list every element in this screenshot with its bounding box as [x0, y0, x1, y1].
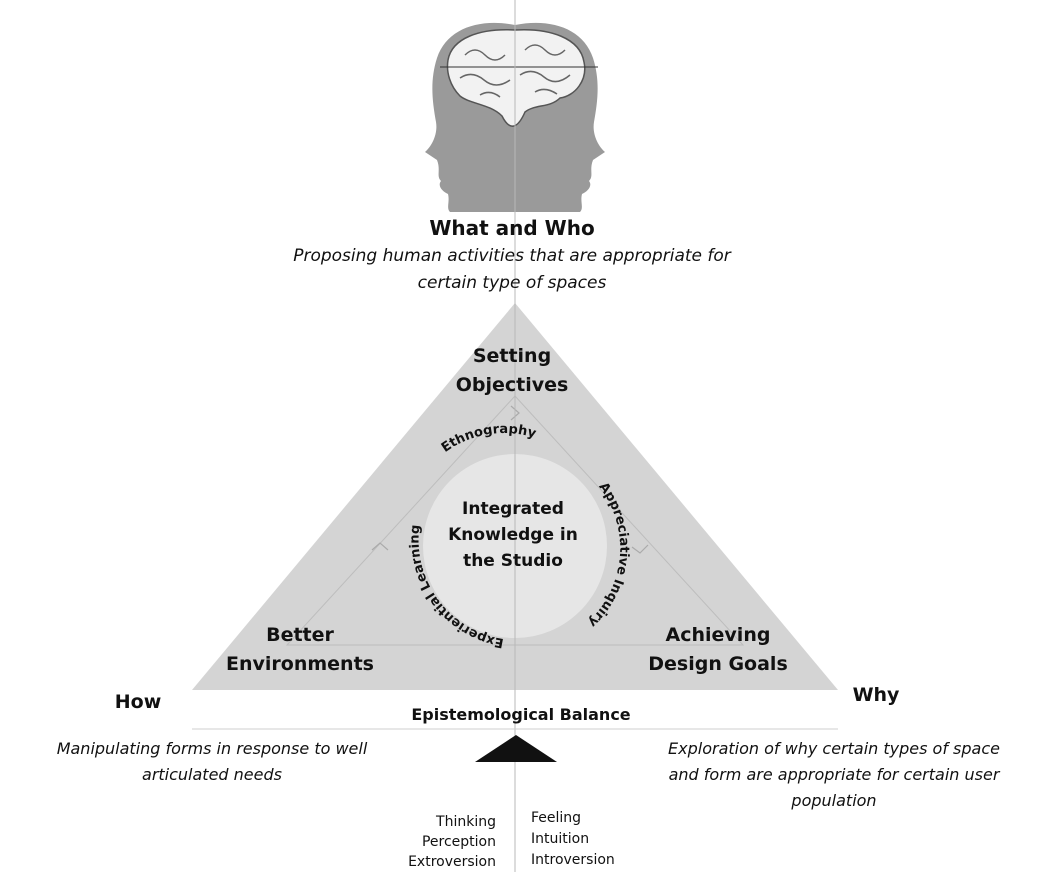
why-desc-line1: Exploration of why certain types of spac… [668, 739, 1000, 758]
how-desc-line2: articulated needs [142, 765, 282, 784]
right-trait: Intuition [531, 831, 589, 847]
center-label-line2: Knowledge in [448, 525, 578, 545]
left-trait: Extroversion [408, 854, 496, 870]
cycle-arrow-left [371, 542, 389, 551]
what-and-who-desc-line2: certain type of spaces [418, 273, 607, 293]
setting-objectives-line2: Objectives [456, 374, 569, 396]
better-environments-line1: Better [266, 624, 334, 646]
left-trait: Thinking [435, 814, 496, 830]
achieving-design-goals-line2: Design Goals [648, 653, 788, 675]
why-title: Why [853, 684, 900, 706]
right-trait: Feeling [531, 810, 581, 826]
center-label-line1: Integrated [462, 499, 564, 519]
achieving-design-goals-line1: Achieving [666, 624, 771, 646]
balance-fulcrum-icon [475, 735, 557, 762]
left-trait: Perception [422, 834, 496, 850]
setting-objectives-line1: Setting [473, 345, 551, 367]
center-label-line3: the Studio [463, 551, 563, 571]
how-title: How [115, 691, 162, 713]
right-trait: Introversion [531, 852, 615, 868]
epistemological-balance-label: Epistemological Balance [411, 705, 630, 724]
cycle-arrow-top [510, 405, 520, 421]
what-and-who-desc-line1: Proposing human activities that are appr… [293, 246, 732, 266]
cycle-arrow-right [631, 544, 649, 554]
how-desc-line1: Manipulating forms in response to well [57, 739, 368, 758]
what-and-who-title: What and Who [429, 216, 594, 240]
better-environments-line2: Environments [226, 653, 374, 675]
why-desc-line2: and form are appropriate for certain use… [669, 765, 1001, 784]
why-desc-line3: population [790, 791, 876, 810]
